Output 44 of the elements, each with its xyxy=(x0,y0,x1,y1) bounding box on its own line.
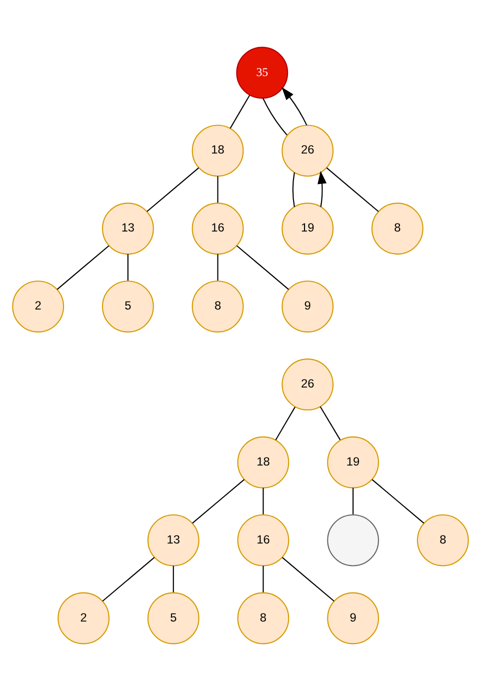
node-circle: 18 xyxy=(237,436,290,488)
node-circle: 19 xyxy=(282,202,334,255)
connector xyxy=(217,254,218,281)
connector xyxy=(320,406,341,440)
node-circle: 5 xyxy=(147,592,200,644)
connector xyxy=(192,479,245,524)
node-circle: 8 xyxy=(237,592,290,644)
connector xyxy=(372,479,424,524)
node-circle: 35 xyxy=(236,46,288,99)
connector xyxy=(236,245,289,290)
connector xyxy=(127,254,128,281)
node-circle: 2 xyxy=(58,592,110,644)
connector xyxy=(172,566,174,592)
node-circle: 9 xyxy=(282,280,334,333)
node-circle: 19 xyxy=(327,436,380,488)
node-circle: 16 xyxy=(237,514,290,566)
connector xyxy=(262,488,264,514)
connector xyxy=(102,557,155,602)
node-circle: 16 xyxy=(192,202,244,255)
connector xyxy=(146,167,200,212)
node-circle: 18 xyxy=(192,124,244,177)
connector xyxy=(262,98,288,136)
connector xyxy=(352,488,354,514)
node-circle: 26 xyxy=(282,124,334,177)
node-circle xyxy=(327,514,380,566)
connector xyxy=(56,245,110,290)
node-circle: 5 xyxy=(102,280,154,333)
node-circle: 9 xyxy=(327,592,380,644)
connector xyxy=(292,172,295,207)
node-circle: 13 xyxy=(147,514,200,566)
connector xyxy=(326,167,379,212)
node-circle: 26 xyxy=(282,358,334,410)
connector xyxy=(282,557,334,602)
node-circle: 13 xyxy=(102,202,154,255)
arrow xyxy=(282,87,308,126)
connector xyxy=(262,566,264,592)
connector xyxy=(230,95,250,129)
node-circle: 2 xyxy=(12,280,64,333)
arrow xyxy=(318,170,327,207)
connector xyxy=(217,176,218,203)
connector xyxy=(275,406,296,440)
node-circle: 8 xyxy=(192,280,244,333)
node-circle: 8 xyxy=(416,514,469,566)
node-circle: 8 xyxy=(371,202,424,255)
